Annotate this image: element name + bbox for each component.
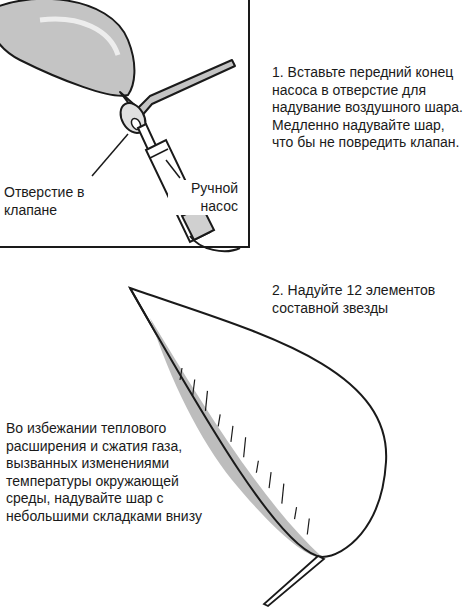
hand-pump [138, 124, 240, 251]
step-text: 2. Надуйте 12 элементов составной звезды [272, 282, 464, 317]
fold-line [307, 519, 309, 535]
leader-line [166, 160, 180, 178]
fold-line [295, 507, 297, 519]
leader-line [92, 134, 128, 176]
fold-line [218, 414, 220, 426]
fold-line [256, 461, 258, 473]
inset-balloon [0, 0, 235, 137]
fold-line [244, 437, 246, 457]
fold-line [193, 379, 195, 395]
fold-line [205, 391, 207, 411]
inset-panel: Ручной насос Отверстие в клапане [0, 0, 250, 248]
part-label: Отверстие в клапане [4, 184, 104, 219]
note-text: Во избежании теплового расширения и сжат… [6, 420, 212, 525]
fold-line [180, 368, 182, 380]
step-text: 1. Вставьте передний конец насоса в отве… [272, 64, 464, 152]
fold-line [282, 484, 284, 504]
part-label: Ручной насос [168, 180, 238, 215]
fold-line [231, 426, 233, 442]
fold-line [269, 472, 271, 488]
